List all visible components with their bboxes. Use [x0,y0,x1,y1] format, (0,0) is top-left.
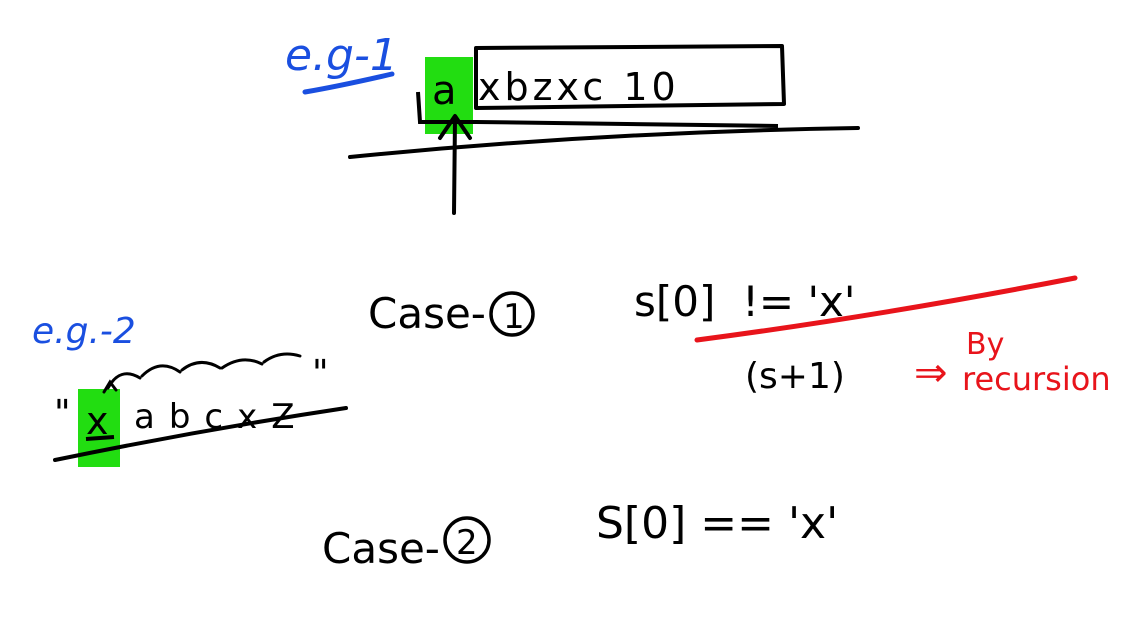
case-1-condition: s[0] != 'x' [634,277,855,326]
case-1-red-fraction-line [694,275,1078,343]
case-2: Case- 2 S[0] == 'x' [322,498,838,573]
example-2-baseline [53,406,348,462]
example-1-string-box [474,44,786,110]
case-1-result: (s+1) [745,356,845,397]
example-1-pointer-arrow [438,114,472,215]
case-2-condition: S[0] == 'x' [596,498,838,549]
example-2-open-quote: " [54,393,71,434]
example-2-recursion-arcs [102,352,302,394]
case-2-number: 2 [456,523,478,563]
example-1-bracket [416,91,779,128]
case-1-arrow: ⇒ [914,350,948,396]
example-1-string-rest: xbzxc 10 [478,65,680,109]
case-1-number-circle [489,291,535,337]
example-1-label: e.g-1 [285,30,398,81]
example-2-label: e.g.-2 [32,311,136,352]
case-2-label: Case- [322,524,440,573]
example-2-close-quote: " [312,353,329,394]
case-1-note-recursion: recursion [962,360,1111,398]
case-2-number-circle [443,516,491,564]
example-1-highlight-char: a [432,68,457,114]
example-2-highlight-char: x [86,399,109,443]
case-1-label: Case- [368,289,486,338]
case-1: Case- 1 s[0] != 'x' (s+1) ⇒ By recursion [368,275,1111,398]
example-2-char-underline [85,435,115,441]
example-1: e.g-1 a xbzxc 10 [285,30,860,215]
example-2: e.g.-2 " x abcxZ " [32,311,348,467]
case-1-note-by: By [966,327,1004,362]
example-1-underline [302,71,395,95]
case-1-number: 1 [503,297,525,337]
example-1-baseline [348,126,860,159]
